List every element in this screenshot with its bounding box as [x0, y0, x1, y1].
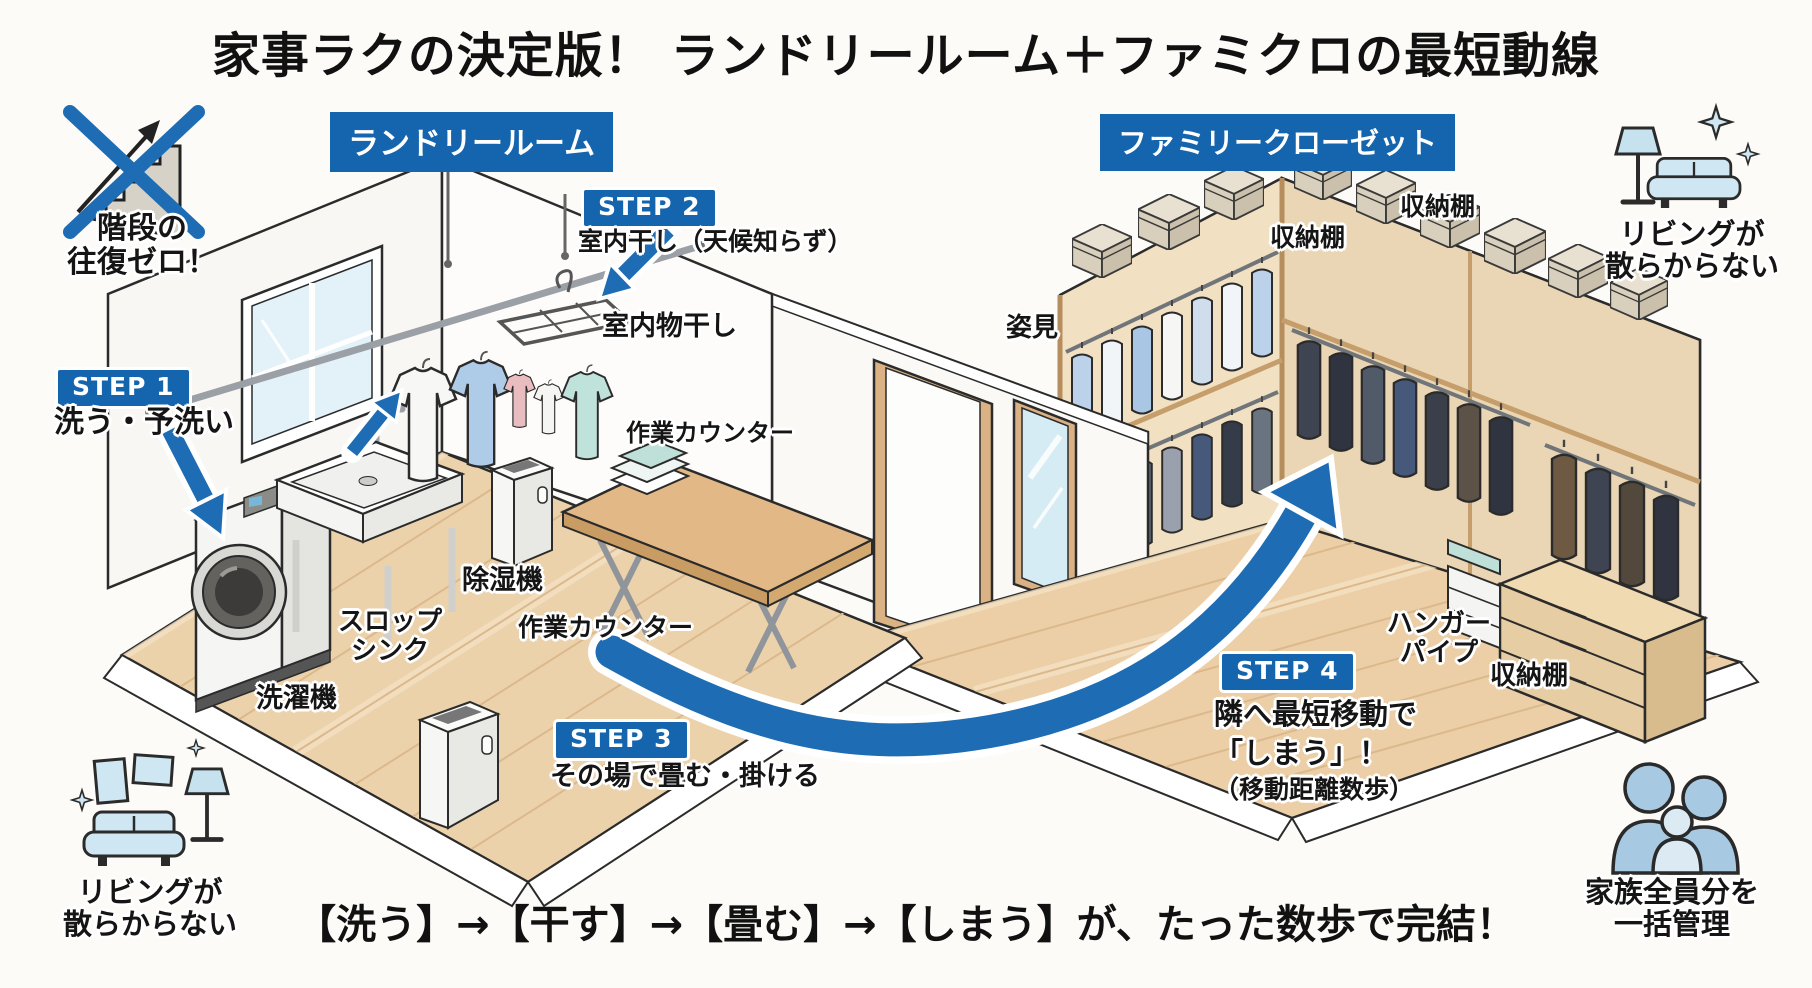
slop-sink — [273, 405, 466, 650]
label-shelf-bottom-right: 収納棚 — [1490, 661, 1569, 691]
callout-family-line1: 家族全員分を — [1584, 875, 1759, 909]
folded-towels — [609, 439, 691, 496]
hanger-pipe-right — [1291, 326, 1696, 602]
callout-no-stairs-line2: 往復ゼロ！ — [67, 244, 217, 280]
callout-living-bottom: リビングが 散らからない — [40, 876, 260, 941]
room-label-laundry: ランドリールーム — [330, 112, 614, 172]
callout-no-stairs: 階段の 往復ゼロ！ — [52, 212, 232, 279]
step4-label-line2: 「しまう」！ — [1214, 736, 1389, 770]
label-shelf-top-right: 収納棚 — [1400, 192, 1476, 221]
label-slop-sink-line2: シンク — [350, 636, 429, 667]
work-counter — [559, 439, 876, 674]
storage-bins — [1447, 538, 1501, 650]
full-length-mirror — [1012, 398, 1078, 608]
no-stairs-icon — [63, 105, 205, 240]
label-hanger-pipe-line1: ハンガー — [1386, 609, 1491, 639]
label-shelf-top-left: 収納棚 — [1270, 223, 1346, 252]
step3-label: その場で畳む・掛ける — [550, 761, 820, 792]
big-arrow-head — [1257, 453, 1344, 540]
callout-no-stairs-line1: 階段の — [97, 211, 187, 246]
family-icon — [1611, 762, 1740, 875]
step2-badge: STEP 2 — [584, 190, 715, 226]
label-dehumidifier: 除湿機 — [462, 565, 543, 596]
callout-living-top-line2: 散らからない — [1604, 249, 1779, 284]
summary-text: 【洗う】→【干す】→【畳む】→【しまう】が、たった数歩で完結！ — [296, 902, 1516, 948]
label-indoor-drying-rack: 室内物干し — [602, 311, 737, 342]
page-title: 家事ラクの決定版！ ランドリールーム＋ファミクロの最短動線 — [211, 28, 1601, 84]
family-closet — [1057, 148, 1702, 652]
dehumidifier — [489, 456, 555, 568]
step2-label: 室内干し（天候知らず） — [578, 227, 853, 256]
step3-badge: STEP 3 — [556, 722, 687, 758]
callout-living-top: リビングが 散らからない — [1592, 218, 1792, 283]
step4-label-line1: 隣へ最短移動で — [1214, 697, 1418, 731]
indoor-drying-hanger-rack — [496, 269, 634, 346]
step1-badge: STEP 1 — [58, 370, 189, 406]
callout-family: 家族全員分を 一括管理 — [1562, 876, 1782, 941]
label-hanger-pipe-line2: パイプ — [1399, 638, 1478, 669]
label-work-counter-upper: 作業カウンター — [626, 419, 794, 447]
step1-label: 洗う・予洗い — [54, 405, 234, 440]
label-slop-sink: スロップ シンク — [330, 607, 450, 667]
drawer-chest — [1496, 558, 1709, 744]
flow-arrows — [156, 217, 1344, 764]
tidy-living-icon-bottom — [71, 739, 228, 868]
callout-living-top-line1: リビングが — [1619, 217, 1765, 251]
room-label-closet: ファミリークローゼット — [1100, 114, 1456, 171]
washing-machine — [190, 483, 333, 714]
label-hanger-pipe: ハンガー パイプ — [1374, 609, 1504, 669]
window — [240, 244, 384, 464]
label-washing-machine: 洗濯機 — [256, 683, 337, 714]
label-slop-sink-line1: スロップ — [337, 607, 442, 637]
step4-label-line3: （移動距離数歩） — [1214, 775, 1415, 804]
callout-living-bottom-line2: 散らからない — [62, 907, 237, 942]
dehumidifier-2 — [417, 700, 501, 830]
tidy-living-icon-top — [1616, 105, 1759, 210]
label-mirror: 姿見 — [1006, 313, 1059, 343]
step4-badge: STEP 4 — [1222, 654, 1353, 690]
callout-family-line2: 一括管理 — [1613, 907, 1730, 942]
callout-living-bottom-line1: リビングが — [77, 875, 223, 909]
label-work-counter-lower: 作業カウンター — [518, 613, 694, 642]
